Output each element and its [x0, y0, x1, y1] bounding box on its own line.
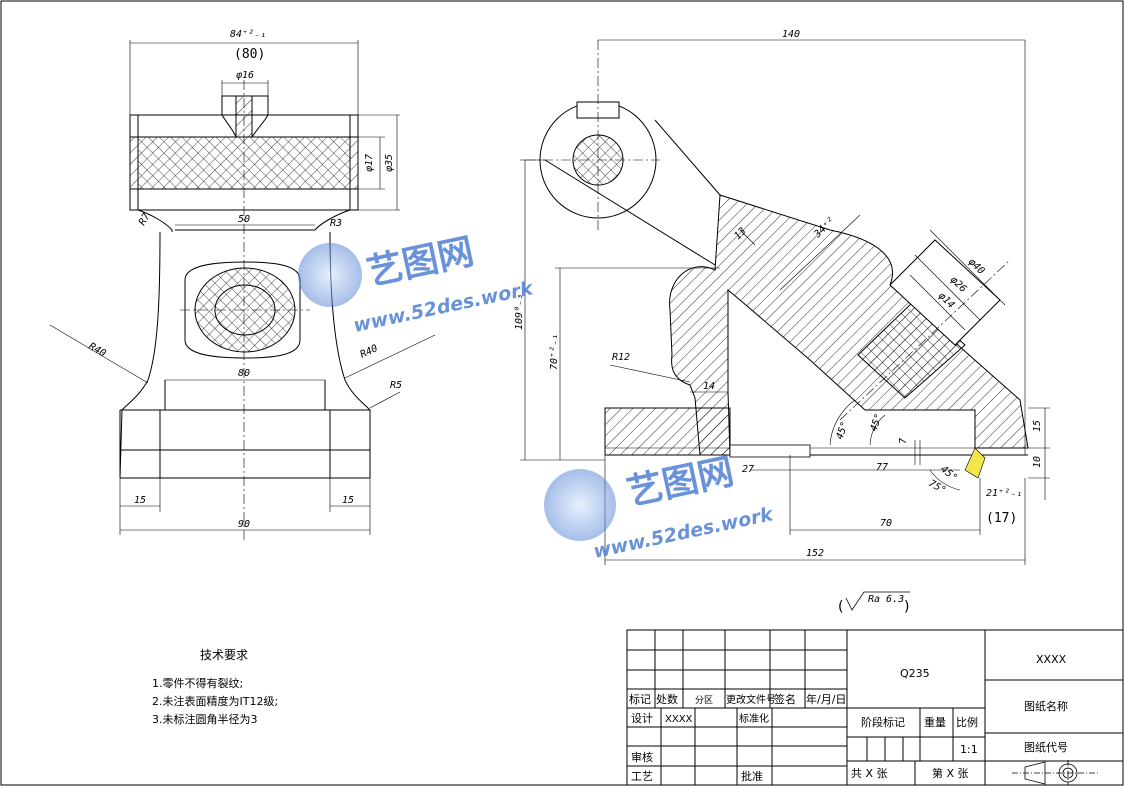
dim-h15: 15: [1032, 420, 1043, 432]
label-design: 设计: [631, 712, 653, 725]
label-count: 处数: [656, 693, 678, 706]
dim-h10: 10: [1032, 456, 1043, 468]
material: Q235: [900, 667, 930, 680]
dim-length-top: 140: [782, 29, 800, 40]
dim-width-tol: 84⁺²₋₁: [230, 29, 266, 40]
title-block: [626, 629, 1124, 786]
roughness-label: Ra 6.3: [868, 594, 904, 605]
dim-ang45b: 45°: [868, 412, 885, 433]
label-change-doc: 更改文件号: [726, 693, 776, 706]
title-block-text: Q235 XXXX 图纸名称 图纸代号 标记 处数 分区 更改文件号 签名 年/…: [629, 653, 1068, 783]
label-standardize: 标准化: [739, 712, 769, 725]
dim-bore-top: φ16: [236, 70, 254, 81]
label-mark: 标记: [629, 692, 651, 706]
front-view-dimensions: [49, 40, 436, 535]
tech-item-3: 3.未标注圆角半径为3: [152, 712, 258, 726]
dim-r-right: R3: [330, 218, 342, 229]
dim-base-width: 90: [238, 519, 250, 530]
sheet-number: 第 X 张: [932, 766, 969, 780]
tech-item-2: 2.未注表面精度为IT12级;: [152, 694, 278, 708]
label-process: 工艺: [631, 770, 653, 783]
dim-web: 14: [703, 381, 715, 392]
company: XXXX: [1036, 653, 1067, 666]
watermark-url-2: www.52des.work: [591, 503, 776, 563]
side-view-dimensions: [520, 39, 1050, 565]
dim-ang45a: 45°: [834, 420, 851, 441]
dim-r40-right: R40: [359, 343, 380, 361]
dim-r12: R12: [612, 352, 630, 363]
dim-r5: R5: [390, 380, 402, 391]
label-approve: 批准: [741, 769, 763, 783]
dim-inner-width: 80: [238, 368, 250, 379]
dim-d27: 27: [742, 464, 754, 475]
dim-d152: 152: [806, 548, 824, 559]
dim-r-left: R7: [137, 212, 153, 228]
svg-text:): ): [904, 599, 909, 615]
projection-symbol-icon: [1012, 760, 1098, 785]
dim-neck: 50: [238, 214, 250, 225]
watermark-brand-2: 艺图网: [623, 451, 737, 514]
front-view: [119, 80, 371, 540]
dim-dia-inner: φ17: [364, 154, 375, 172]
label-weight: 重量: [924, 715, 946, 729]
label-scale: 比例: [956, 715, 978, 729]
total-sheets: 共 X 张: [851, 767, 888, 780]
label-stage-mark: 阶段标记: [861, 715, 905, 729]
dim-d21: 21⁺²₋₁: [986, 488, 1022, 499]
dim-d70: 70: [880, 518, 892, 529]
svg-text:(: (: [838, 599, 843, 615]
tech-item-1: 1.零件不得有裂纹;: [152, 676, 243, 690]
drawing-name: 图纸名称: [1024, 699, 1068, 713]
side-view: [525, 40, 1029, 479]
roughness-symbol: ( Ra 6.3 ): [838, 591, 910, 615]
watermark-brand-1: 艺图网: [363, 231, 477, 294]
scale-value: 1:1: [960, 743, 978, 756]
tech-title: 技术要求: [200, 648, 248, 662]
dim-foot-left: 15: [134, 495, 146, 506]
dim-h7: 7: [898, 438, 909, 444]
dim-width-ref: (80): [234, 47, 265, 62]
dim-height-total: 109⁰₋₃: [514, 294, 525, 330]
label-signature: 签名: [774, 692, 796, 706]
label-date: 年/月/日: [806, 692, 846, 706]
label-review: 审核: [631, 750, 653, 764]
dim-d77: 77: [876, 462, 888, 473]
designer-name: XXXX: [665, 714, 693, 725]
drawing-code: 图纸代号: [1024, 741, 1068, 754]
label-zone: 分区: [695, 695, 713, 706]
dim-r40-left: R40: [87, 341, 108, 360]
tech-requirements: 技术要求 1.零件不得有裂纹; 2.未注表面精度为IT12级; 3.未标注圆角半…: [152, 648, 278, 726]
dim-dia-outer: φ35: [384, 154, 395, 172]
dim-height-mid: 70⁺²₋₁: [549, 334, 560, 370]
dim-ang45c: 45°: [938, 464, 959, 484]
dim-d17: (17): [986, 511, 1017, 526]
dim-ang75: 75°: [927, 478, 948, 497]
dim-foot-right: 15: [342, 495, 354, 506]
